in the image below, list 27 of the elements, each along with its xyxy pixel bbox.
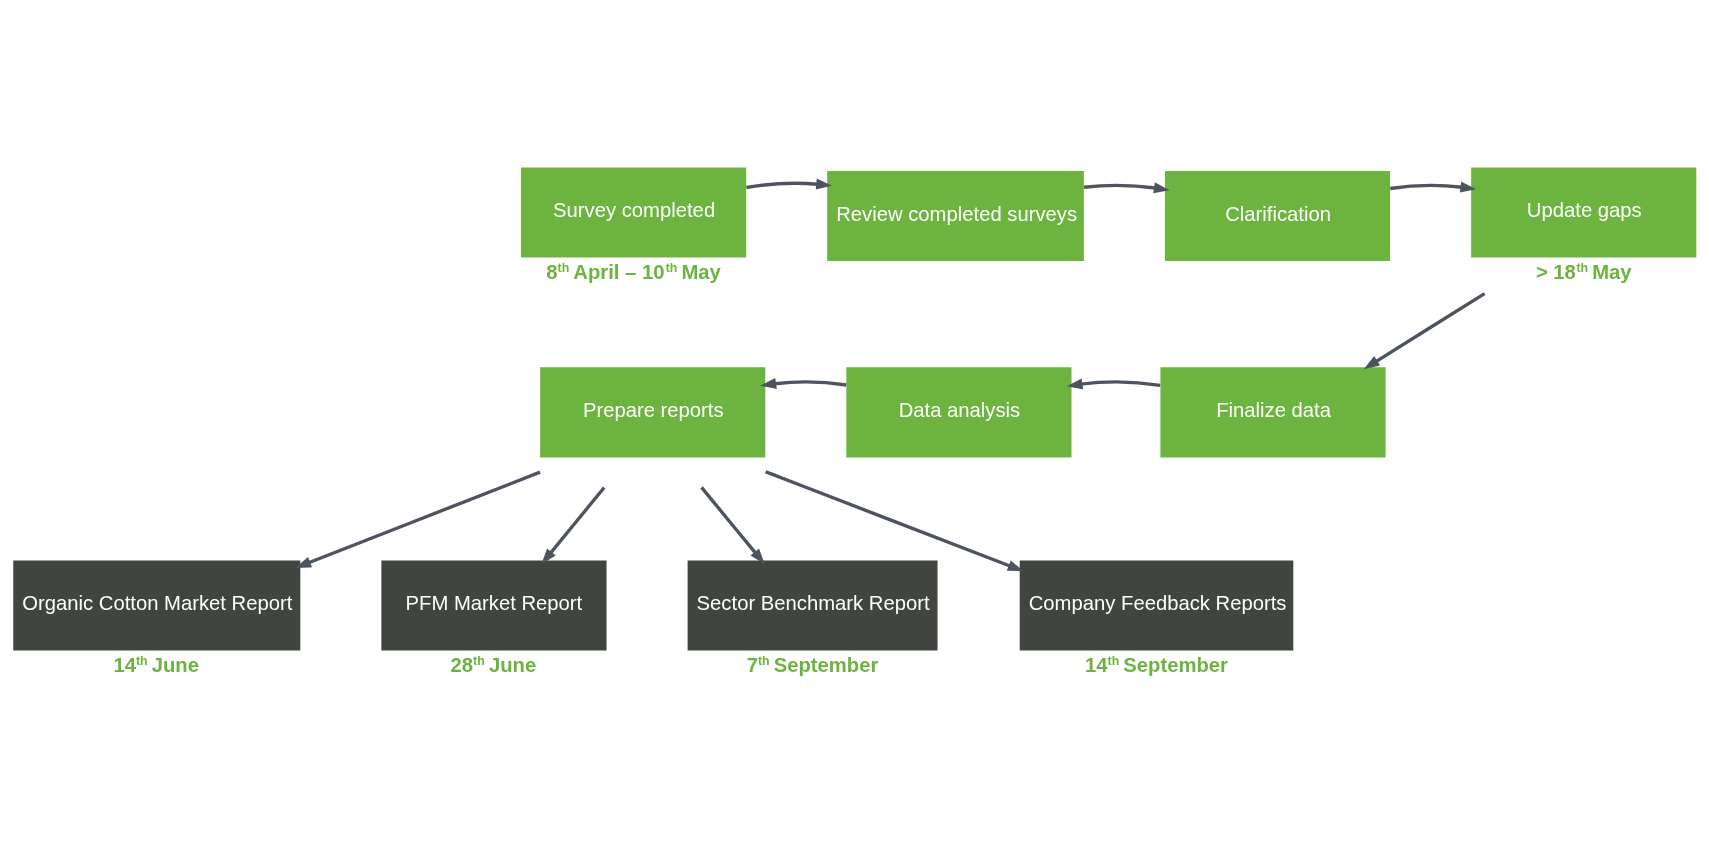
arrow: [1390, 181, 1477, 193]
arrow: [1066, 378, 1161, 390]
arrow: [295, 470, 541, 568]
arrow: [746, 178, 832, 190]
node-label: 28$^{th}$ June: [450, 654, 537, 677]
arrow: [700, 486, 765, 565]
node-box: PFM Market Report: [381, 560, 607, 651]
node-box: Update gaps: [1471, 167, 1697, 258]
node-box: Finalize data: [1160, 367, 1386, 458]
arrow: [764, 470, 1024, 572]
node-box: Organic Cotton Market Report: [13, 560, 301, 651]
node-box: Review completed surveys: [827, 170, 1084, 261]
arrow: [1363, 292, 1486, 370]
node-box: Data analysis: [846, 367, 1072, 458]
node-box: Survey completed: [521, 167, 747, 258]
node-box: Prepare reports: [540, 367, 766, 458]
node-label: > 18$^{th}$ May: [1535, 261, 1632, 284]
node-label: 8$^{th}$ April – 10$^{th}$ May: [546, 261, 721, 284]
node-box: Company Feedback Reports: [1019, 560, 1294, 651]
arrow: [541, 486, 606, 565]
node-box: Sector Benchmark Report: [687, 560, 938, 651]
node-label: 14$^{th}$ September: [1085, 654, 1228, 677]
node-box: Clarification: [1164, 170, 1391, 261]
node-label: 7$^{th}$ September: [746, 654, 879, 677]
arrow: [1083, 182, 1170, 194]
node-label: 14$^{th}$ June: [113, 654, 199, 677]
arrow: [760, 378, 847, 389]
